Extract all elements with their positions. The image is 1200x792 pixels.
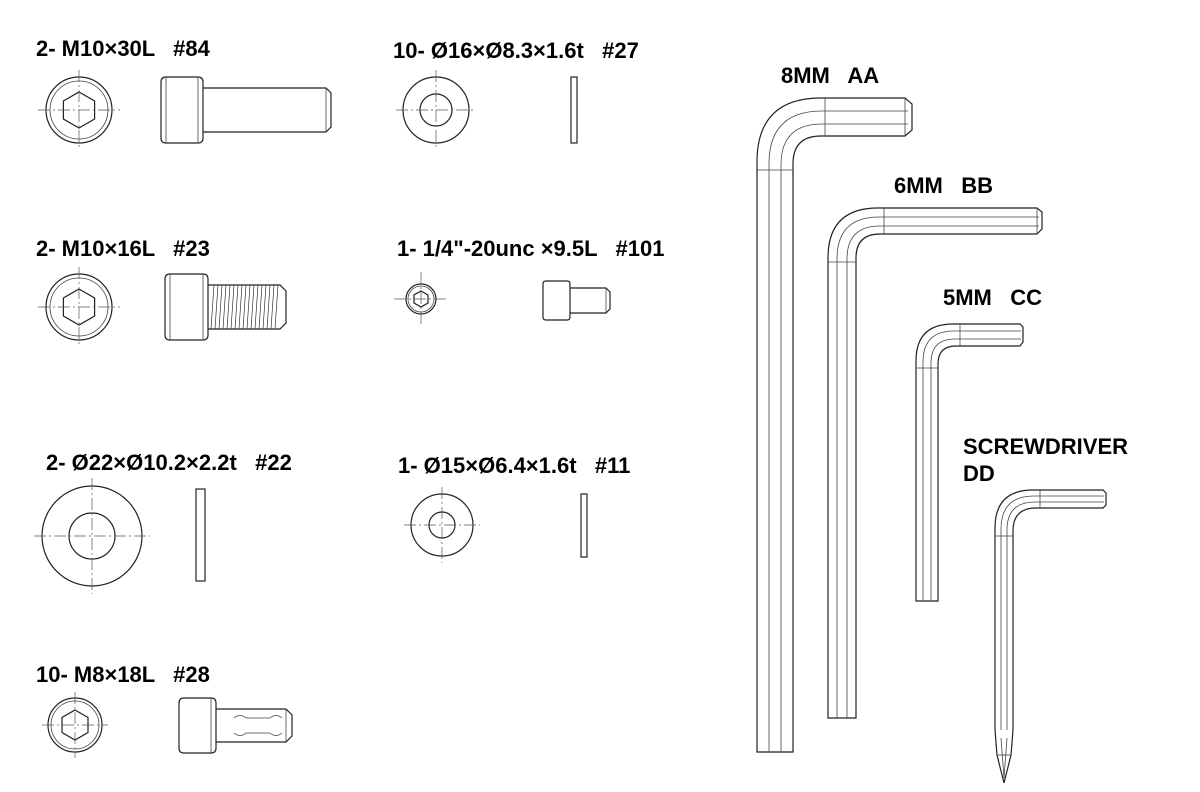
thread-line — [262, 284, 267, 330]
label-part-84: 2- M10×30L #84 — [36, 36, 210, 61]
part-11-face-view — [404, 487, 480, 563]
tool-dd-screwdriver — [994, 489, 1107, 784]
part-84-side-view — [160, 76, 332, 144]
thread-line — [230, 284, 235, 330]
thread-line — [242, 284, 247, 330]
label-part-101: 1- 1/4"-20unc ×9.5L #101 — [397, 236, 665, 261]
thread-line — [258, 284, 263, 330]
tool-bb-hex-key — [827, 207, 1043, 719]
part-22-face-view — [34, 478, 150, 594]
part-27-edge-view — [570, 76, 578, 144]
label-part-27: 10- Ø16×Ø8.3×1.6t #27 — [393, 38, 639, 63]
tool-cc-hex-key — [915, 323, 1024, 602]
label-tool-dd-line2: DD — [963, 461, 995, 486]
part-101-side-view — [542, 280, 611, 321]
thread-line — [266, 284, 271, 330]
thread-line — [210, 284, 215, 330]
part-11-edge-view — [580, 493, 588, 558]
thread-line — [246, 284, 251, 330]
thread-line — [274, 284, 279, 330]
thread-line — [226, 284, 231, 330]
part-101-end-view — [394, 272, 449, 326]
part-27-face-view — [396, 70, 476, 150]
label-part-23: 2- M10×16L #23 — [36, 236, 210, 261]
part-23-side-view — [164, 273, 287, 341]
part-22-edge-view — [195, 488, 206, 582]
thread-line — [270, 284, 275, 330]
label-part-22: 2- Ø22×Ø10.2×2.2t #22 — [46, 450, 292, 475]
thread-line — [234, 284, 239, 330]
thread-line — [238, 284, 243, 330]
thread-line — [254, 284, 259, 330]
thread-line — [222, 284, 227, 330]
label-tool-dd-line1: SCREWDRIVER — [963, 434, 1129, 459]
part-28-end-view — [42, 692, 108, 758]
label-tool-bb: 6MM BB — [894, 173, 993, 198]
thread-line — [214, 284, 219, 330]
thread-line — [218, 284, 223, 330]
label-part-28: 10- M8×18L #28 — [36, 662, 210, 687]
tool-aa-hex-key — [756, 97, 913, 753]
part-28-side-view — [178, 697, 293, 754]
part-23-end-view — [38, 267, 120, 347]
label-tool-aa: 8MM AA — [781, 63, 880, 88]
part-84-end-view — [38, 70, 120, 150]
thread-line — [250, 284, 255, 330]
label-tool-cc: 5MM CC — [943, 285, 1042, 310]
label-part-11: 1- Ø15×Ø6.4×1.6t #11 — [398, 453, 631, 478]
